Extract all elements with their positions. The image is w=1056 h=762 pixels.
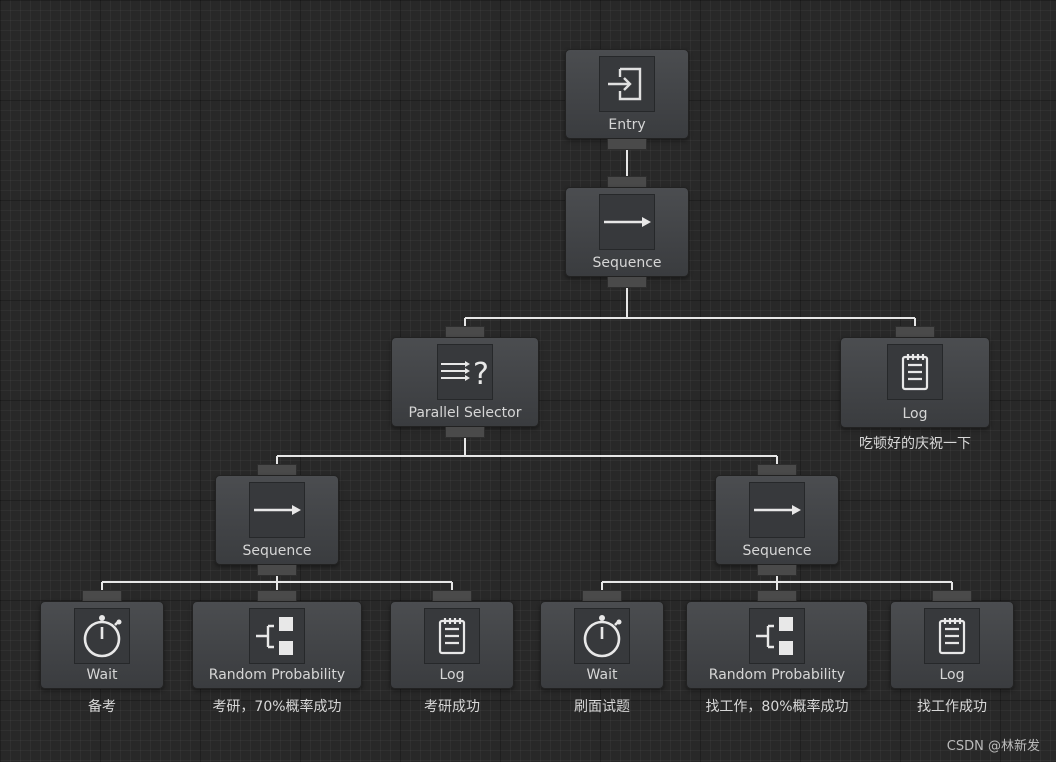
- sequence-right-input-port[interactable]: [757, 464, 797, 475]
- root-sequence-label: Sequence: [592, 255, 662, 271]
- wire-right-sequence-to-children: [601, 576, 953, 590]
- random-probability-left-node[interactable]: Random Probability: [192, 590, 362, 689]
- random-probability-icon: [249, 608, 305, 664]
- random-right-input-port[interactable]: [757, 590, 797, 601]
- arrow-right-icon: [599, 194, 655, 250]
- root-sequence-output-port[interactable]: [607, 277, 647, 288]
- random-probability-right-node[interactable]: Random Probability: [686, 590, 868, 689]
- random-right-comment: 找工作，80%概率成功: [705, 699, 849, 715]
- wait-left-node[interactable]: Wait: [40, 590, 164, 689]
- parallel-selector-label: Parallel Selector: [408, 405, 522, 421]
- log-celebrate-comment: 吃顿好的庆祝一下: [859, 436, 971, 452]
- arrow-right-icon: [249, 482, 305, 538]
- root-sequence-node[interactable]: Sequence: [565, 176, 689, 288]
- entry-icon: [599, 56, 655, 112]
- wait-right-comment: 刷面试题: [574, 699, 630, 715]
- wire-parallel-to-children: [276, 438, 778, 464]
- random-left-input-port[interactable]: [257, 590, 297, 601]
- wait-left-input-port[interactable]: [82, 590, 122, 601]
- wire-left-sequence-to-children: [101, 576, 453, 590]
- log-right-node[interactable]: Log: [890, 590, 1014, 689]
- stopwatch-icon: [74, 608, 130, 664]
- parallel-selector-node[interactable]: ? Parallel Selector: [391, 326, 539, 438]
- log-left-node[interactable]: Log: [390, 590, 514, 689]
- svg-text:?: ?: [473, 357, 489, 392]
- wait-left-label: Wait: [86, 667, 118, 683]
- entry-node-label: Entry: [608, 117, 646, 133]
- sequence-right-output-port[interactable]: [757, 565, 797, 576]
- wait-left-comment: 备考: [88, 699, 116, 715]
- wire-sequence-to-children: [464, 288, 916, 326]
- root-sequence-input-port[interactable]: [607, 176, 647, 187]
- sequence-right-label: Sequence: [742, 543, 812, 559]
- parallel-selector-icon: ?: [437, 344, 493, 400]
- log-left-input-port[interactable]: [432, 590, 472, 601]
- notepad-icon: [424, 608, 480, 664]
- random-right-label: Random Probability: [708, 667, 846, 683]
- sequence-left-label: Sequence: [242, 543, 312, 559]
- sequence-left-output-port[interactable]: [257, 565, 297, 576]
- sequence-left-node[interactable]: Sequence: [215, 464, 339, 576]
- wait-right-label: Wait: [586, 667, 618, 683]
- log-left-comment: 考研成功: [424, 699, 480, 715]
- log-celebrate-input-port[interactable]: [895, 326, 935, 337]
- log-right-comment: 找工作成功: [917, 699, 987, 715]
- random-left-label: Random Probability: [208, 667, 346, 683]
- wait-right-node[interactable]: Wait: [540, 590, 664, 689]
- arrow-right-icon: [749, 482, 805, 538]
- notepad-icon: [887, 344, 943, 400]
- watermark: CSDN @林新发: [946, 739, 1040, 754]
- random-probability-icon: [749, 608, 805, 664]
- log-celebrate-label: Log: [902, 406, 928, 422]
- parallel-selector-input-port[interactable]: [445, 326, 485, 337]
- entry-node[interactable]: Entry: [565, 38, 689, 150]
- random-left-comment: 考研，70%概率成功: [212, 699, 342, 715]
- entry-output-port[interactable]: [607, 139, 647, 150]
- log-left-label: Log: [439, 667, 465, 683]
- log-right-label: Log: [939, 667, 965, 683]
- parallel-selector-output-port[interactable]: [445, 427, 485, 438]
- notepad-icon: [924, 608, 980, 664]
- stopwatch-icon: [574, 608, 630, 664]
- log-celebrate-node[interactable]: Log: [840, 326, 990, 428]
- wait-right-input-port[interactable]: [582, 590, 622, 601]
- sequence-left-input-port[interactable]: [257, 464, 297, 475]
- log-right-input-port[interactable]: [932, 590, 972, 601]
- sequence-right-node[interactable]: Sequence: [715, 464, 839, 576]
